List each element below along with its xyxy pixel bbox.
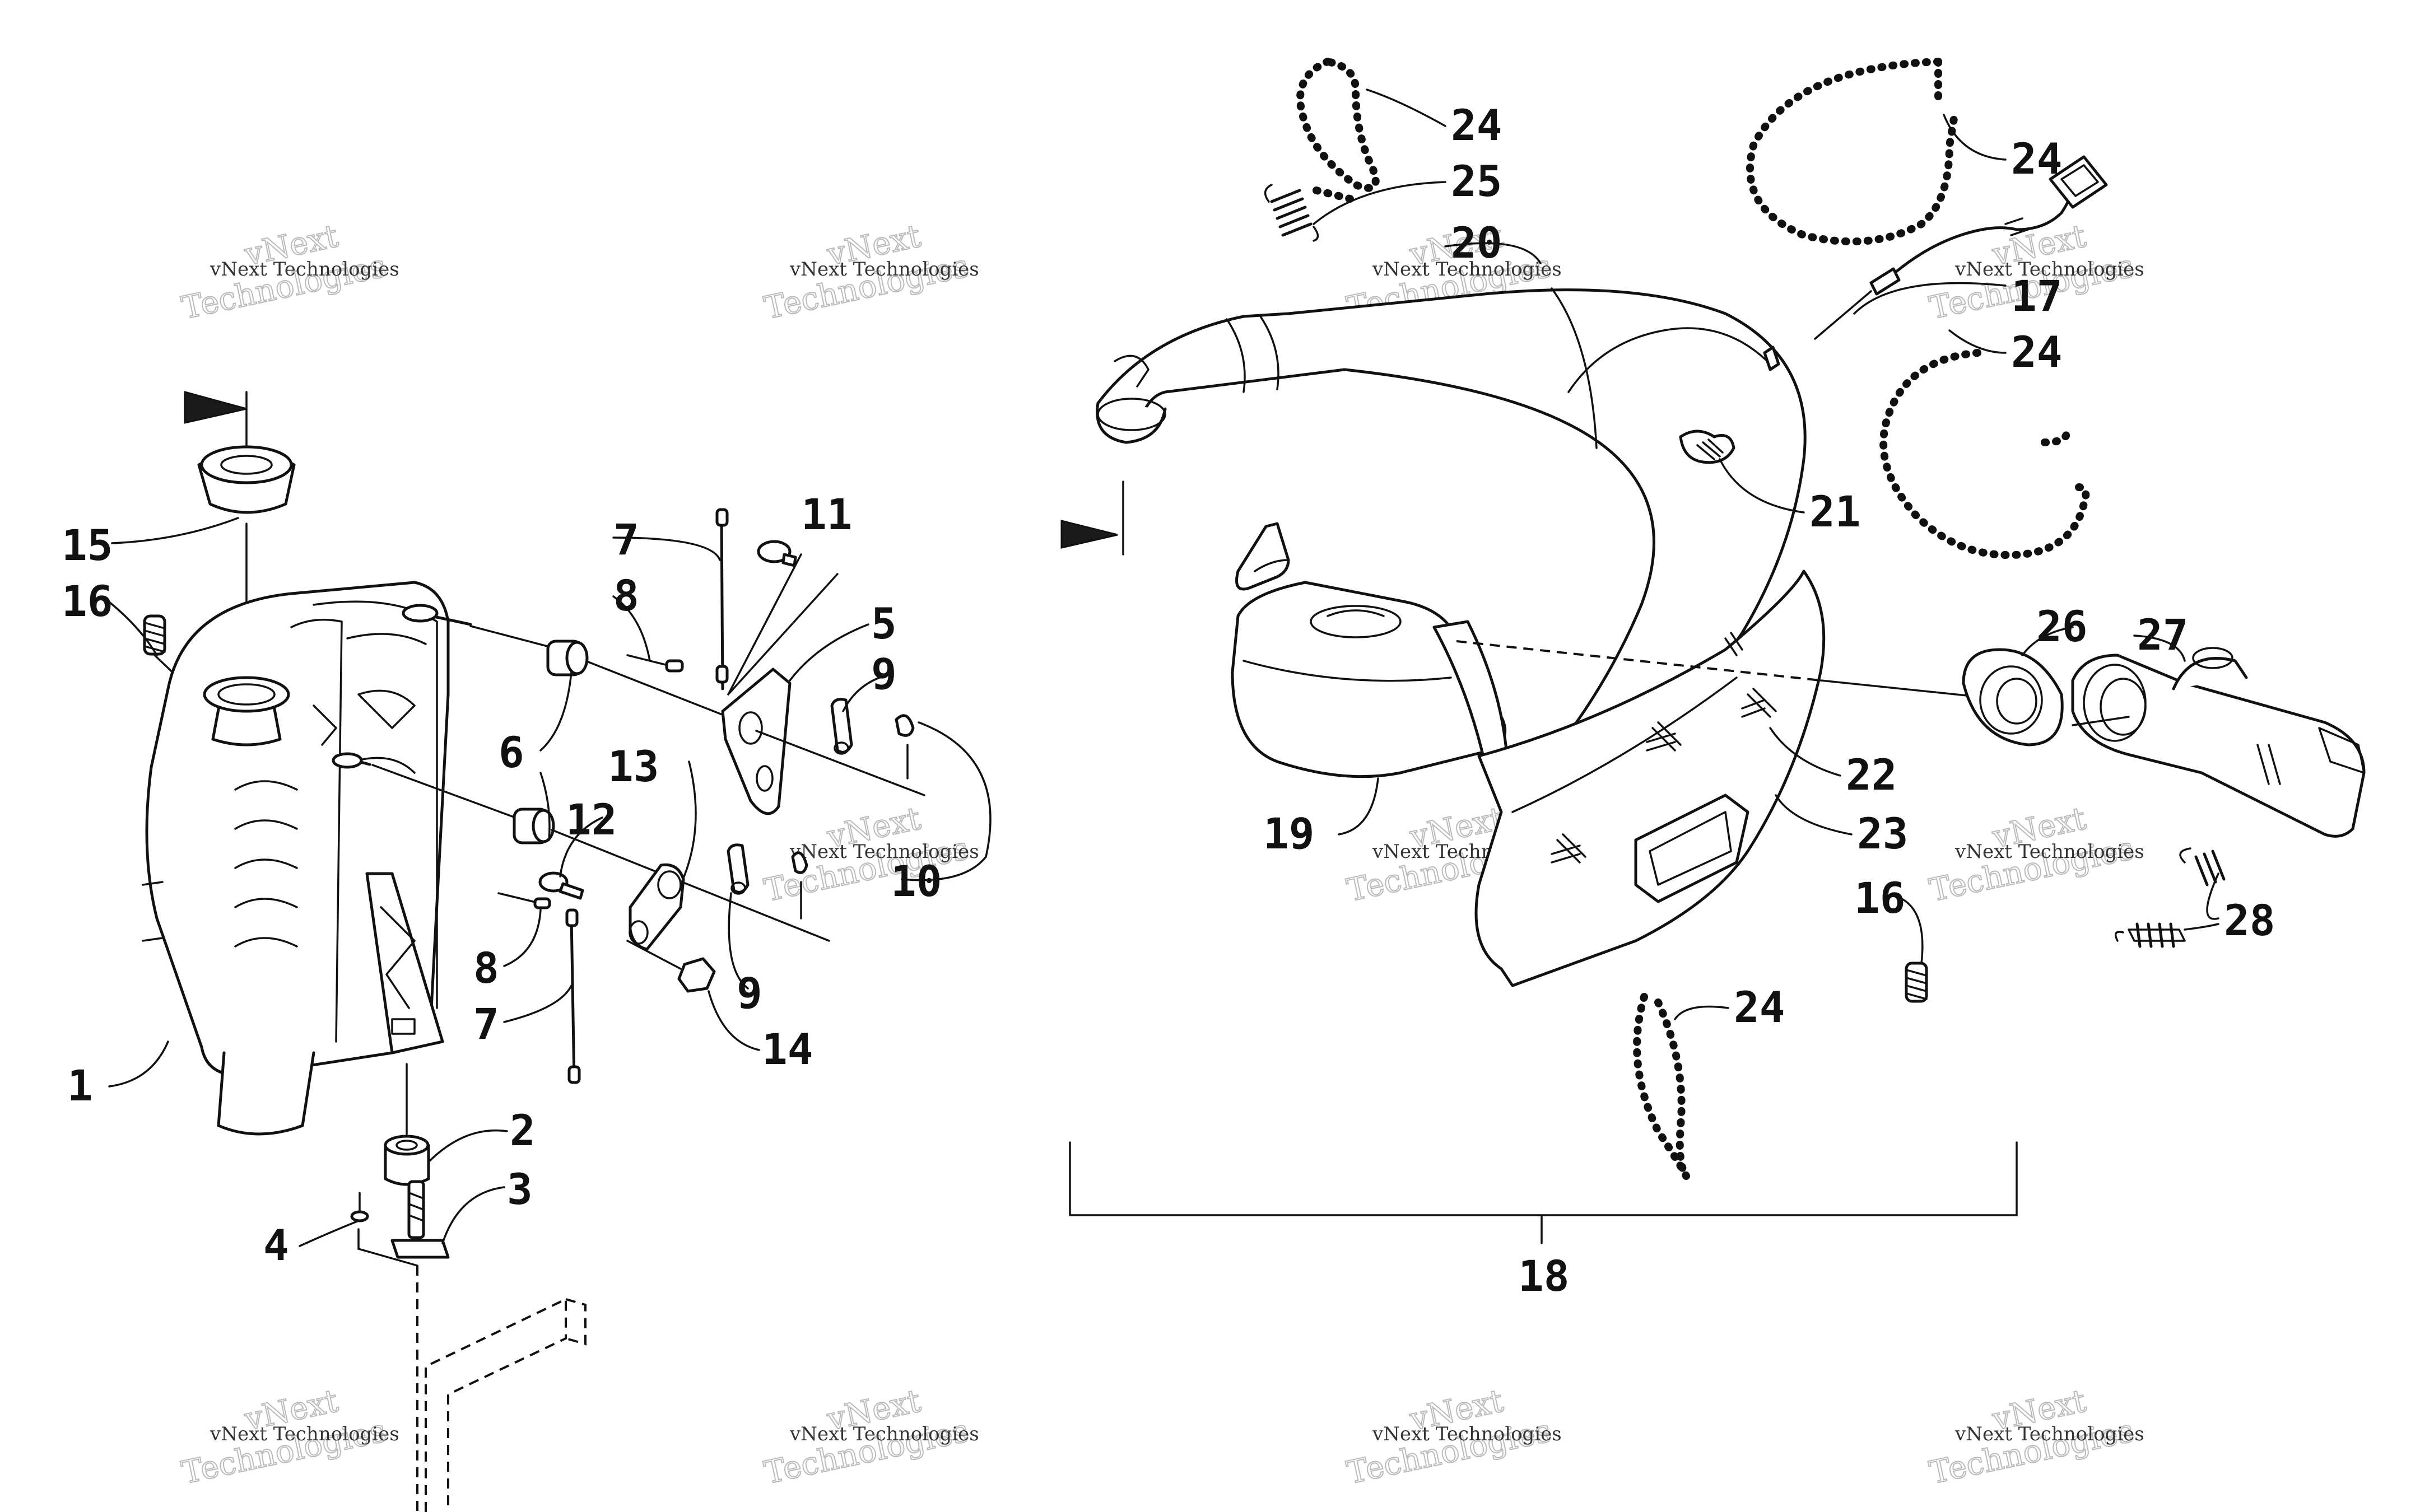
watermark-text-8: vNext Technologies: [1954, 841, 2144, 863]
watermark-text-10: vNext Technologies: [789, 1423, 979, 1445]
mount-stud: [390, 1180, 450, 1259]
spring-rod-upper: [715, 508, 729, 690]
callout-24-c: 24: [2011, 327, 2063, 377]
callout-3: 3: [507, 1164, 533, 1214]
callout-26: 26: [2036, 601, 2088, 651]
callout-17: 17: [2011, 271, 2063, 321]
callout-15: 15: [62, 520, 113, 570]
band-clamp-4: [1633, 993, 1690, 1180]
callout-21: 21: [1809, 487, 1861, 536]
watermark-text-9: vNext Technologies: [210, 1423, 399, 1445]
band-clamp-1: [1296, 57, 1380, 203]
callout-labels: 15 16 1 2 3 4 5 6 7 8 9 10 11 12 13 14 8…: [62, 100, 2275, 1301]
muffler-assembly: [142, 391, 992, 1512]
screw-part-11: [727, 540, 839, 696]
screw-part-12: [538, 871, 584, 900]
callout-24-d: 24: [1734, 982, 1785, 1032]
seal-ring: [1962, 648, 2064, 746]
callout-16-right: 16: [1854, 873, 1906, 923]
callout-leaders: [108, 88, 2219, 1247]
nut-part: [626, 940, 716, 993]
watermark-text-2: vNext Technologies: [789, 258, 979, 281]
springs-part-28: [2114, 847, 2226, 948]
callout-18: 18: [1518, 1251, 1570, 1301]
callout-25: 25: [1451, 156, 1502, 206]
muffler-body: [142, 581, 472, 1136]
callout-24-a: 24: [1451, 100, 1502, 150]
watermark-text-11: vNext Technologies: [1372, 1423, 1562, 1445]
callout-1: 1: [67, 1061, 93, 1110]
cotter-pin-upper: [626, 654, 684, 673]
retainer-clip: [791, 714, 992, 920]
cotter-pin-lower: [497, 892, 551, 909]
spring-part-right: [1905, 962, 1928, 1003]
pipe-lower: [1231, 522, 1984, 987]
watermarks: vNext Technologies vNext Technologies vN…: [178, 217, 2144, 1492]
spring-part-25: [1264, 184, 1319, 242]
watermark-text-6: vNext Technologies: [789, 841, 979, 863]
temp-sensor: [1814, 155, 2108, 340]
callout-11: 11: [801, 489, 853, 539]
band-clamp-3: [1879, 349, 2090, 559]
callout-5: 5: [871, 599, 897, 648]
callout-27: 27: [2137, 610, 2189, 660]
watermark-text-1: vNext Technologies: [210, 258, 399, 281]
assembly-bracket: [1069, 1141, 2018, 1244]
callout-8-upper: 8: [613, 571, 639, 620]
callout-10: 10: [891, 856, 942, 906]
callout-14: 14: [762, 1024, 813, 1074]
callout-22: 22: [1846, 750, 1897, 800]
bushing-part: [384, 1063, 430, 1186]
callout-4: 4: [263, 1220, 289, 1270]
callout-23: 23: [1857, 809, 1909, 858]
callout-12: 12: [566, 795, 617, 844]
direction-flag-right: [1060, 480, 1124, 556]
band-clamp-2: [1746, 58, 1959, 246]
callout-24-b: 24: [2011, 134, 2063, 184]
outlet-flange: [2071, 647, 2366, 838]
callout-2: 2: [510, 1105, 536, 1155]
frame-outline: [425, 1297, 587, 1512]
pipe-upper: [1096, 287, 1807, 741]
callout-19: 19: [1263, 809, 1315, 858]
callout-9-lower: 9: [737, 968, 762, 1018]
watermark-text-12: vNext Technologies: [1954, 1423, 2144, 1445]
watermark-text-4: vNext Technologies: [1954, 258, 2144, 281]
callout-7-upper: 7: [613, 515, 639, 564]
hook-part-upper: [830, 698, 853, 755]
callout-16-left: 16: [62, 576, 113, 626]
spring-rod-lower: [565, 908, 581, 1084]
linkage-bracket: [629, 863, 685, 951]
callout-6: 6: [499, 727, 524, 777]
hook-part-lower: [727, 843, 750, 895]
callout-13: 13: [608, 741, 659, 791]
expansion-chamber-assembly: [1060, 57, 2366, 1244]
rivet-part: [350, 1192, 418, 1512]
callout-28: 28: [2224, 895, 2275, 945]
grommet-part: [197, 445, 296, 701]
watermark-text-3: vNext Technologies: [1372, 258, 1562, 281]
callout-20: 20: [1451, 218, 1502, 268]
callout-9-upper: 9: [871, 649, 897, 699]
callout-8-lower: 8: [473, 943, 499, 993]
direction-flag-left: [184, 391, 248, 449]
callout-7-lower: 7: [473, 999, 499, 1049]
mounting-plate: [721, 668, 925, 815]
